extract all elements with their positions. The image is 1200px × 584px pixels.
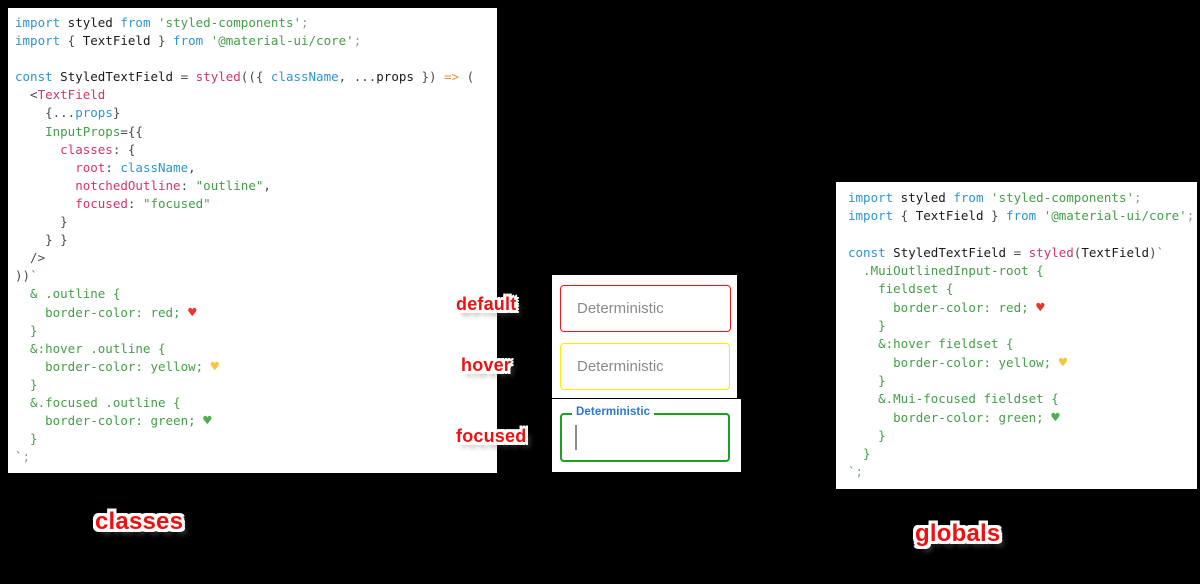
textfield-focused: Deterministic [560,406,730,462]
textfield-demo-card [552,275,737,398]
textfield-hover [560,343,730,390]
textfield-focused-input[interactable] [562,415,728,460]
label-classes: classes [95,508,184,535]
label-default: default [456,294,517,314]
textfield-focused-card: Deterministic [552,399,741,472]
globals-code-panel: import styled from 'styled-components';i… [836,182,1197,489]
textfield-focused-label: Deterministic [572,406,655,418]
label-focused: focused [456,426,527,446]
textfield-default-input[interactable] [561,286,730,331]
label-globals: globals [915,520,1001,547]
textfield-default [560,285,731,332]
label-hover: hover [461,355,512,375]
classes-code-panel: import styled from 'styled-components';i… [8,8,497,473]
textfield-hover-input[interactable] [561,344,729,389]
text-cursor [575,425,577,450]
